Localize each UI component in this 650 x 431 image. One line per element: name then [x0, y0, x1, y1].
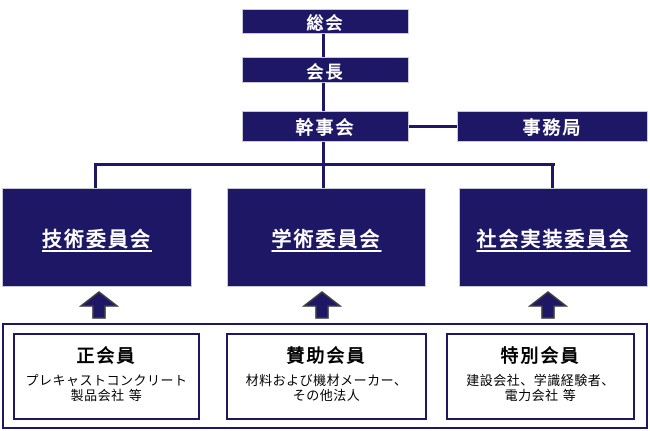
- member-group-supporting-title: 賛助会員: [286, 346, 367, 366]
- member-group-special-title: 特別会員: [500, 346, 581, 366]
- connector-board-secretariat: [409, 125, 457, 128]
- committee-technical[interactable]: 技術委員会: [2, 188, 192, 287]
- node-chairman: 会長: [242, 57, 409, 83]
- committee-social-implementation[interactable]: 社会実装委員会: [459, 188, 648, 287]
- member-group-special: 特別会員 建設会社、学識経験者、 電力会社 等: [446, 333, 635, 420]
- member-group-regular: 正会員 プレキャストコンクリート 製品会社 等: [13, 333, 200, 420]
- connector-branch-left-drop: [94, 163, 97, 188]
- node-secretariat-office: 事務局: [457, 111, 648, 142]
- connector-branch-horizontal: [95, 163, 555, 166]
- node-general-assembly-label: 総会: [306, 14, 345, 33]
- committee-academic[interactable]: 学術委員会: [227, 188, 426, 287]
- up-arrow-icon: [79, 290, 119, 319]
- member-group-supporting: 賛助会員 材料および機材メーカー、 その他法人: [226, 333, 427, 420]
- member-group-regular-desc: プレキャストコンクリート 製品会社 等: [25, 373, 188, 404]
- committee-academic-label[interactable]: 学術委員会: [271, 229, 382, 251]
- member-group-supporting-desc: 材料および機材メーカー、 その他法人: [245, 373, 408, 404]
- committee-technical-label[interactable]: 技術委員会: [42, 229, 152, 251]
- connector-chairman-board: [322, 83, 325, 111]
- node-general-assembly: 総会: [242, 9, 409, 34]
- up-arrow-icon: [302, 290, 342, 319]
- node-secretariat-office-label: 事務局: [522, 117, 583, 138]
- node-executive-board: 幹事会: [242, 111, 409, 142]
- member-group-special-desc: 建設会社、学識経験者、 電力会社 等: [466, 373, 615, 404]
- connector-branch-right-drop: [551, 163, 554, 188]
- committee-social-implementation-label[interactable]: 社会実装委員会: [476, 229, 631, 251]
- member-group-regular-title: 正会員: [76, 346, 137, 366]
- node-executive-board-label: 幹事会: [295, 117, 356, 138]
- up-arrow-icon: [528, 290, 568, 319]
- node-chairman-label: 会長: [306, 62, 345, 82]
- connector-assembly-chairman: [322, 34, 325, 57]
